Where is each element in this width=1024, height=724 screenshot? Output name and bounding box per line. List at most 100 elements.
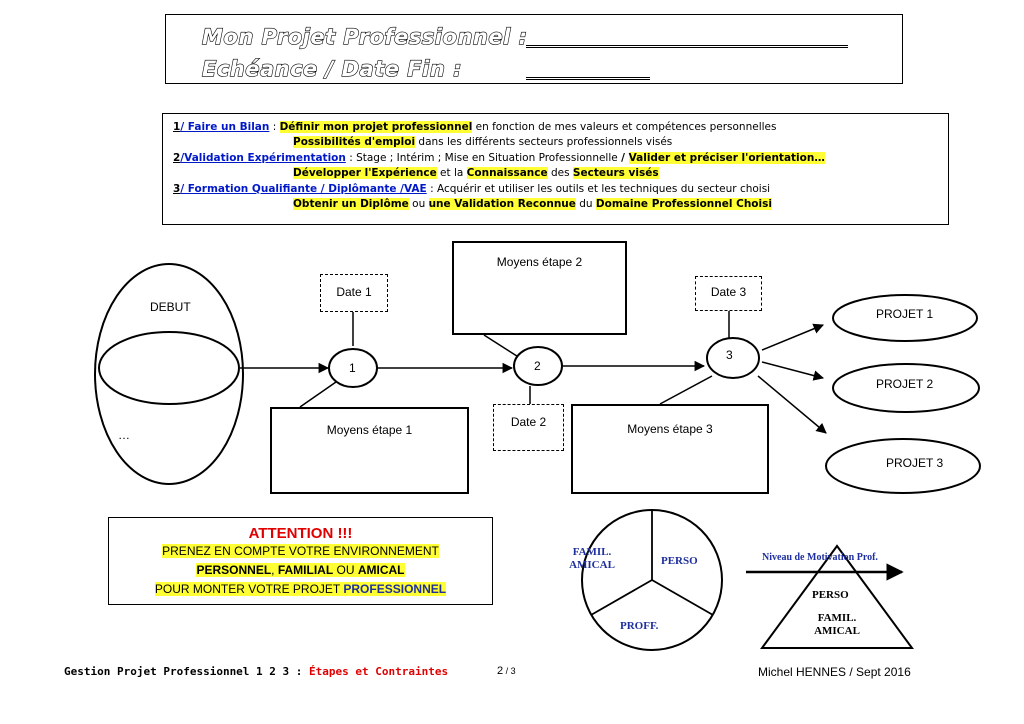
step2-number: 2: [173, 151, 181, 164]
attention-box: ATTENTION !!! PRENEZ EN COMPTE VOTRE ENV…: [108, 517, 493, 605]
connector-moyens1: [299, 381, 337, 408]
node-2-label: 2: [534, 359, 541, 373]
step1-row: 1/ Faire un Bilan : Définir mon projet p…: [173, 120, 948, 135]
step1b-highlight: Possibilités d'emploi: [293, 136, 416, 149]
projet2-ellipse: [832, 363, 980, 413]
step3-text: : Acquérir et utiliser les outils et les…: [426, 182, 771, 195]
step1b-text: dans les différents secteurs professionn…: [415, 136, 673, 149]
pie-divider-right: [651, 579, 714, 616]
moyens3-label: Moyens étape 3: [627, 422, 713, 436]
project-title-blank: [526, 45, 848, 48]
triangle-famil-line2: AMICAL: [814, 625, 860, 637]
step3b-row: Obtenir un Diplôme ou une Validation Rec…: [173, 197, 948, 212]
step1-text: en fonction de mes valeurs et compétence…: [472, 121, 777, 133]
triangle-perso-label: PERSO: [812, 589, 849, 601]
debut-outer-ellipse: [94, 263, 244, 485]
date2-box: Date 2: [493, 404, 564, 451]
node-3-label: 3: [726, 348, 733, 362]
pie-perso-label: PERSO: [661, 555, 698, 567]
footer-page-num: 2: [497, 665, 504, 677]
projet2-label: PROJET 2: [876, 377, 934, 391]
attention-sep1: ,: [271, 563, 278, 577]
step1-title: / Faire un Bilan: [180, 121, 270, 133]
step3b-highlight-3: Domaine Professionnel Choisi: [595, 197, 772, 210]
step2b-text-2: des: [547, 167, 573, 180]
motivation-label: Niveau de Motivation Prof.: [762, 552, 878, 563]
step1-number: 1: [173, 121, 181, 133]
step1b-row: Possibilités d'emploi dans les différent…: [173, 135, 948, 150]
node-1-circle: [328, 348, 378, 388]
attention-line1-text: PRENEZ EN COMPTE VOTRE ENVIRONNEMENT: [162, 544, 439, 558]
debut-inner-ellipse: [98, 331, 240, 405]
footer-left: Gestion Projet Professionnel 1 2 3 : Éta…: [64, 665, 448, 678]
motivation-triangle: [760, 544, 914, 649]
footer-page: 2 / 3: [497, 665, 516, 677]
pie-famil-label: FAMIL.AMICAL: [562, 546, 622, 572]
projet3-label: PROJET 3: [886, 456, 944, 470]
step3-row: 3/ Formation Qualifiante / Diplômante /V…: [173, 182, 948, 197]
node-1-label: 1: [349, 361, 356, 375]
attention-amical: AMICAL: [357, 563, 405, 577]
project-title: Mon Projet Professionnel :: [201, 24, 528, 49]
attention-line3-text: POUR MONTER VOTRE PROJET: [154, 582, 344, 596]
deadline-blank: [526, 77, 650, 80]
step3b-text-1: ou: [408, 197, 429, 210]
debut-label: DEBUT: [150, 300, 191, 314]
step3b-text-2: du: [575, 197, 596, 210]
moyens1-label: Moyens étape 1: [326, 423, 413, 437]
step2b-highlight-2: Connaissance: [466, 167, 548, 180]
pie-famil-line2: AMICAL: [569, 559, 615, 571]
date3-box: Date 3: [695, 276, 762, 311]
step2b-highlight-1: Développer l'Expérience: [293, 167, 437, 180]
step3b-highlight-1: Obtenir un Diplôme: [293, 197, 409, 210]
moyens2-box: Moyens étape 2: [452, 241, 627, 335]
attention-professionnel: PROFESSIONNEL: [343, 582, 447, 596]
moyens1-box: Moyens étape 1: [270, 407, 469, 494]
connector-moyens3: [659, 375, 713, 405]
arrow-3-to-projet3: [757, 375, 827, 434]
step2b-row: Développer l'Expérience et la Connaissan…: [173, 166, 948, 181]
step3-title: / Formation Qualifiante / Diplômante /VA…: [180, 182, 427, 195]
arrow-3-to-projet2: [761, 361, 825, 381]
node-2-circle: [513, 346, 563, 386]
title-box: Mon Projet Professionnel : Echéance / Da…: [165, 14, 903, 84]
step1-highlight: Définir mon projet professionnel: [279, 121, 473, 133]
arrow-3-to-projet1: [761, 323, 824, 351]
triangle-famil-label: FAMIL.AMICAL: [807, 612, 867, 638]
deadline-title: Echéance / Date Fin :: [201, 56, 462, 81]
attention-line3: POUR MONTER VOTRE PROJET PROFESSIONNEL: [109, 580, 492, 599]
projet1-ellipse: [832, 294, 978, 342]
step3b-highlight-2: une Validation Reconnue: [428, 197, 576, 210]
pie-proff-label: PROFF.: [620, 620, 659, 632]
attention-familial: FAMILIAL: [277, 563, 334, 577]
footer-left-red: Étapes et Contraintes: [309, 665, 449, 678]
step2-slash: /: [621, 151, 629, 164]
connector-moyens2: [483, 334, 521, 359]
date1-box: Date 1: [320, 274, 388, 312]
step2b-highlight-3: Secteurs visés: [572, 167, 659, 180]
footer-right: Michel HENNES / Sept 2016: [758, 665, 911, 679]
moyens2-label: Moyens étape 2: [496, 255, 583, 269]
attention-line2: PERSONNEL, FAMILIAL OU AMICAL: [109, 561, 492, 580]
pie-famil-line1: FAMIL.: [572, 546, 612, 558]
step2-text: : Stage ; Intérim ; Mise en Situation Pr…: [345, 151, 622, 164]
attention-line1: PRENEZ EN COMPTE VOTRE ENVIRONNEMENT: [109, 542, 492, 561]
footer-page-total: / 3: [503, 666, 516, 676]
attention-sep2: OU: [333, 563, 358, 577]
step2-title: /Validation Expérimentation: [180, 151, 346, 164]
step2b-text-1: et la: [436, 167, 467, 180]
node-3-circle: [706, 337, 760, 379]
step3-number: 3: [173, 182, 181, 195]
moyens3-box: Moyens étape 3: [571, 404, 769, 494]
date2-label: Date 2: [510, 415, 547, 429]
step1-sep: :: [269, 121, 280, 133]
footer-left-text: Gestion Projet Professionnel 1 2 3 :: [64, 665, 310, 678]
attention-title: ATTENTION !!!: [248, 525, 353, 542]
steps-box: 1/ Faire un Bilan : Définir mon projet p…: [162, 113, 949, 225]
projet3-ellipse: [825, 438, 981, 494]
pie-divider-left: [590, 579, 653, 616]
step2-row: 2/Validation Expérimentation : Stage ; I…: [173, 151, 948, 166]
triangle-famil-line1: FAMIL.: [817, 612, 857, 624]
debut-ellipsis: …: [118, 428, 130, 442]
